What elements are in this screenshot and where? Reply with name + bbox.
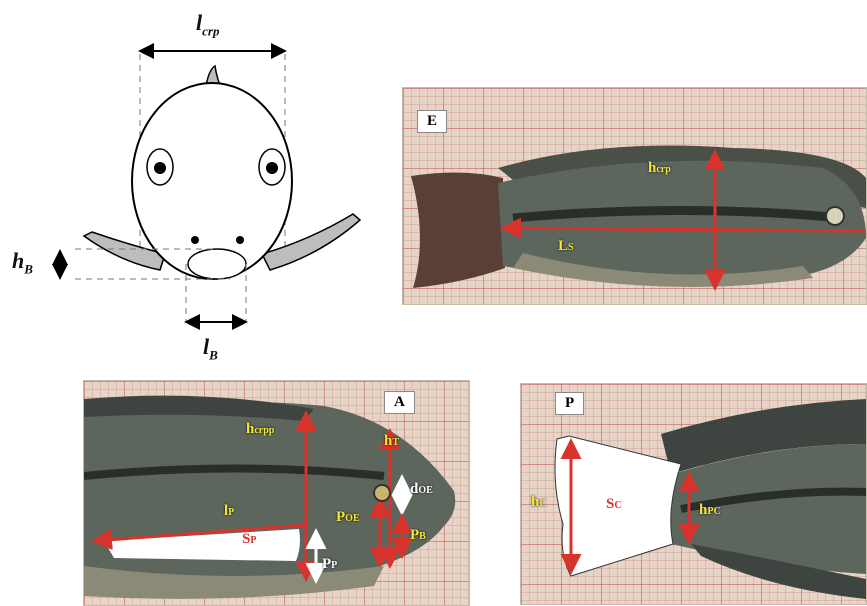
panel-e-letter: E [417,110,447,133]
label-h-c: hC [531,494,547,511]
panel-e-photo: E hcrp LS [402,87,867,305]
label-l-b: lB [203,334,218,363]
label-p-oe: POE [336,509,360,526]
panel-a-photo: A hcrpp hT dOE lP POE PB SP PP [83,380,470,606]
label-ls: LS [558,238,574,255]
label-p-b: PB [410,527,426,544]
label-d-oe: dOE [410,481,433,498]
mouth [188,249,246,279]
panel-p-letter: P [555,392,584,415]
fish-e-tail [411,172,505,288]
label-s-p: SP [242,531,256,548]
right-nostril [236,236,244,244]
label-s-c: SC [606,496,622,513]
label-l-crp: lcrp [196,10,219,39]
label-p-p: PP [322,556,337,573]
panel-a-letter: A [384,391,415,414]
left-nostril [191,236,199,244]
fish-a-eye [374,485,390,501]
label-h-pc: hPC [699,502,721,519]
right-pupil [266,162,278,174]
panel-p-photo: P hC SC hPC [520,383,867,605]
label-h-b: hB [12,248,33,277]
label-h-crpp: hcrpp [246,421,274,438]
label-h-crp: hcrp [648,160,671,177]
fish-front-schematic [0,0,400,370]
left-pupil [154,162,166,174]
fish-e-eye [826,207,844,225]
label-h-t: hT [384,433,399,450]
label-l-p: lP [224,503,234,520]
